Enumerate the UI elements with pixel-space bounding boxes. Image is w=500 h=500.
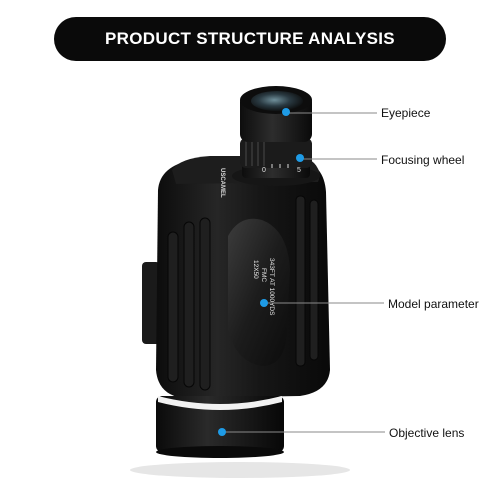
callout-objective-lens: Objective lens [389,426,465,440]
marker-dot-focus [296,154,304,162]
ground-shadow [130,462,350,478]
focus-scale: 0 5 [262,167,301,174]
model-text-line-2: FMC [260,268,267,282]
leader-lines [222,112,385,433]
focusing-wheel [240,138,312,168]
banner-title: PRODUCT STRUCTURE ANALYSIS [105,29,395,48]
focus-ticks [271,164,289,168]
marker-dot-eyepiece [282,108,290,116]
model-text-line-3: 343FT AT 1000YDS [268,258,275,316]
objective-bottom [156,446,284,458]
marker-dot-model [260,299,268,307]
title-banner: PRODUCT STRUCTURE ANALYSIS [54,17,446,61]
callout-eyepiece: Eyepiece [381,106,431,120]
focus-scale-mark-5: 5 [297,167,301,174]
objective-tube [156,396,284,452]
model-text-line-1: 12X50 [252,260,259,279]
focusing-wheel-grip [245,140,265,166]
focus-scale-mark-0: 0 [262,167,266,174]
brand-text: USCAMEL [219,168,225,198]
grip-ridges [167,195,319,391]
callout-focusing-wheel: Focusing wheel [381,153,465,167]
objective-ring [158,396,282,410]
marker-dots [218,108,304,436]
model-plate [228,218,290,366]
eyepiece-lens [251,91,303,111]
model-text: 12X50 FMC 343FT AT 1000YDS [252,258,275,316]
strap-mount [142,262,160,344]
marker-dot-objective [218,428,226,436]
callout-model-parameter: Model parameter [388,297,479,311]
